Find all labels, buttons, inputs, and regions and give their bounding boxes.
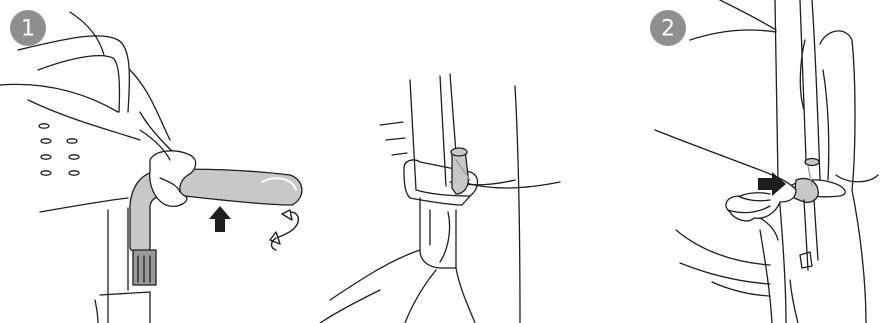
step-2-number: 2 (661, 17, 675, 42)
frame-leg (108, 208, 128, 323)
step-1-number: 1 (21, 17, 35, 42)
step-1-illustration (0, 12, 302, 323)
step-2-illustration (655, 0, 878, 323)
step-1-badge: 1 (10, 10, 46, 46)
backrest-tube (775, 0, 806, 180)
latch-closeup-illustration (320, 74, 560, 323)
backrest-tube (410, 76, 446, 190)
seat-holes (39, 124, 79, 175)
seat-outline (28, 100, 140, 140)
latch-lever (794, 178, 818, 202)
rotate-arrow-icon (270, 210, 298, 250)
step-2-badge: 2 (650, 10, 686, 46)
up-arrow-icon (209, 206, 231, 232)
push-handle-inner (38, 56, 119, 112)
push-handle (18, 36, 129, 112)
